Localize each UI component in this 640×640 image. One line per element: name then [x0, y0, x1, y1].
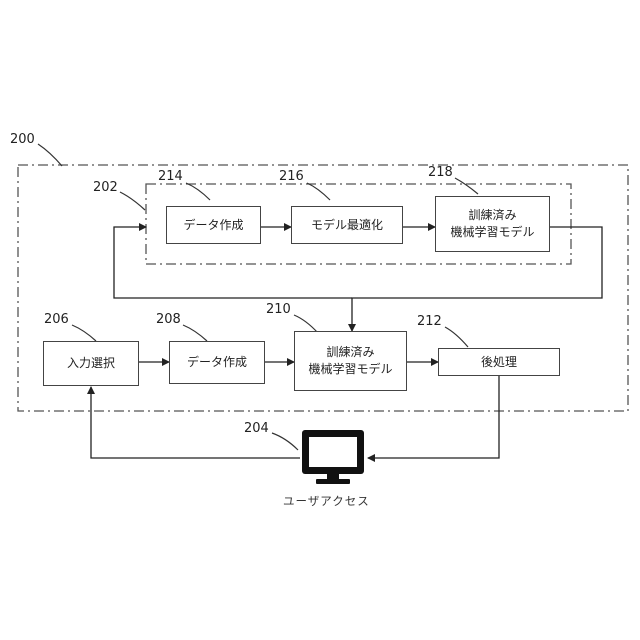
trained-model-box-top: 訓練済み 機械学習モデル — [435, 196, 550, 252]
input-select-label: 入力選択 — [67, 355, 115, 372]
ref-200: 200 — [10, 132, 35, 147]
trained-model-box-bottom: 訓練済み 機械学習モデル — [294, 331, 407, 391]
data-create-box-bottom: データ作成 — [169, 341, 265, 384]
model-optimization-box: モデル最適化 — [291, 206, 403, 244]
leader-202 — [120, 192, 145, 210]
leader-200 — [38, 144, 62, 166]
ref-202: 202 — [93, 180, 118, 195]
ref-212: 212 — [417, 314, 442, 329]
ref-218: 218 — [428, 165, 453, 180]
ref-214: 214 — [158, 169, 183, 184]
ref-210: 210 — [266, 302, 291, 317]
input-select-box: 入力選択 — [43, 341, 139, 386]
leader-204 — [272, 433, 298, 450]
leader-216 — [307, 183, 330, 200]
ref-206: 206 — [44, 312, 69, 327]
leader-214 — [186, 183, 210, 200]
trained-model-bottom-label: 訓練済み 機械学習モデル — [308, 344, 392, 378]
ref-216: 216 — [279, 169, 304, 184]
model-optimization-label: モデル最適化 — [311, 217, 383, 234]
leader-206 — [72, 325, 96, 341]
ref-208: 208 — [156, 312, 181, 327]
data-create-top-label: データ作成 — [183, 217, 243, 234]
trained-model-top-label: 訓練済み 機械学習モデル — [450, 207, 534, 241]
monitor-icon — [302, 430, 364, 484]
data-create-box-top: データ作成 — [166, 206, 261, 244]
data-create-bottom-label: データ作成 — [187, 354, 247, 371]
post-process-box: 後処理 — [438, 348, 560, 376]
ref-204: 204 — [244, 421, 269, 436]
leader-212 — [445, 327, 468, 347]
leader-218 — [455, 178, 478, 194]
user-access-caption: ユーザアクセス — [283, 493, 370, 509]
post-process-label: 後処理 — [481, 354, 517, 371]
leader-208 — [183, 325, 207, 341]
